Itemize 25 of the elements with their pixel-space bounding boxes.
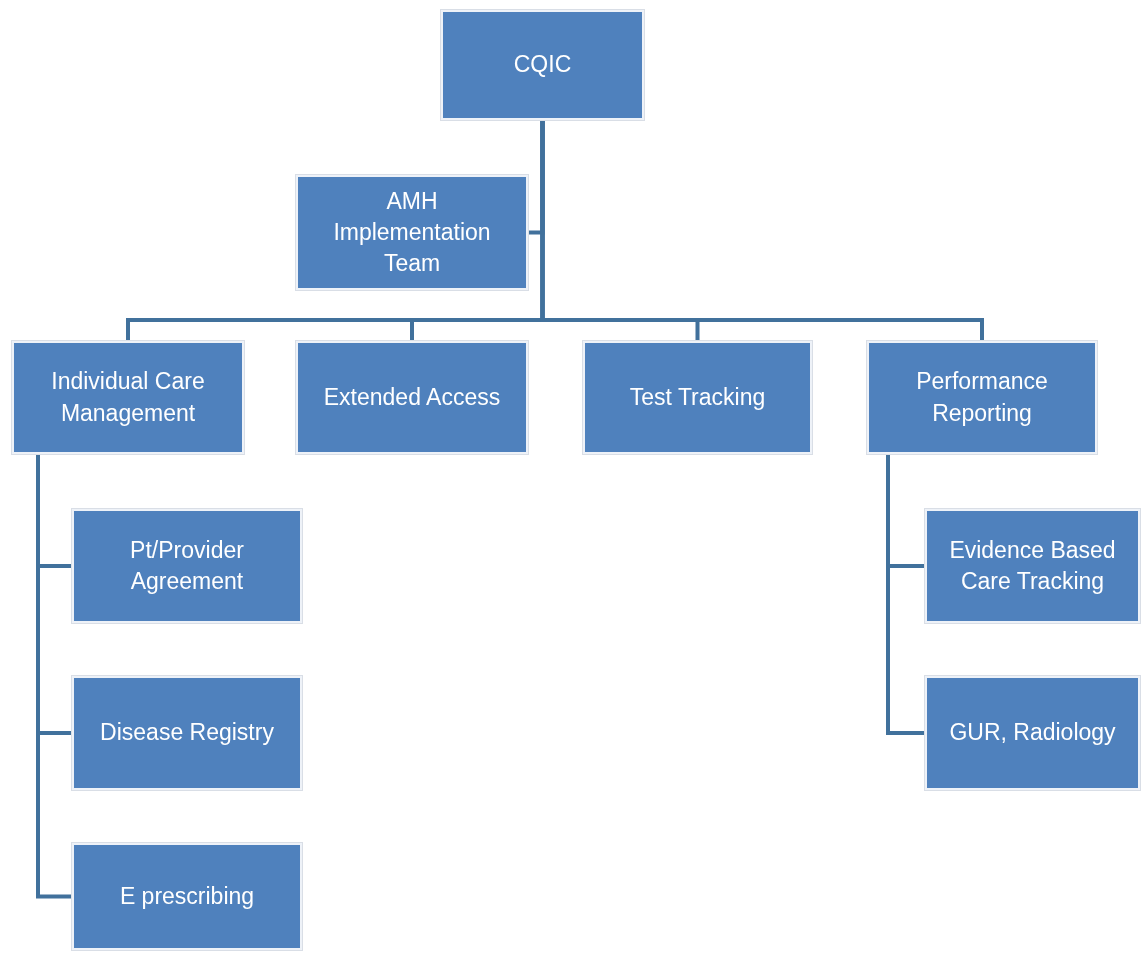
org-box — [296, 175, 528, 290]
org-box — [12, 341, 244, 454]
box-label: Test Tracking — [629, 382, 766, 412]
box-label: CQIC — [513, 50, 572, 80]
org-box — [925, 509, 1140, 623]
org-box — [296, 341, 528, 454]
connector-line — [540, 120, 984, 341]
box-label: AMH Implementation Team — [332, 186, 492, 278]
org-box — [72, 843, 302, 950]
box-label: E prescribing — [119, 881, 255, 911]
org-box — [867, 341, 1097, 454]
box-label: Extended Access — [323, 382, 501, 412]
box-label: Performance Reporting — [915, 367, 1049, 428]
org-box — [583, 341, 812, 454]
org-box — [925, 676, 1140, 790]
box-label: Individual Care Management — [50, 367, 206, 428]
box-label: Pt/Provider Agreement — [129, 535, 245, 596]
connector-line — [886, 454, 925, 735]
box-label: Disease Registry — [100, 718, 274, 748]
org-box — [441, 10, 644, 120]
box-label: GUR, Radiology — [949, 718, 1116, 748]
connector-line — [36, 454, 72, 899]
org-box — [72, 676, 302, 790]
box-label: Evidence Based Care Tracking — [948, 535, 1117, 596]
org-box — [72, 509, 302, 623]
